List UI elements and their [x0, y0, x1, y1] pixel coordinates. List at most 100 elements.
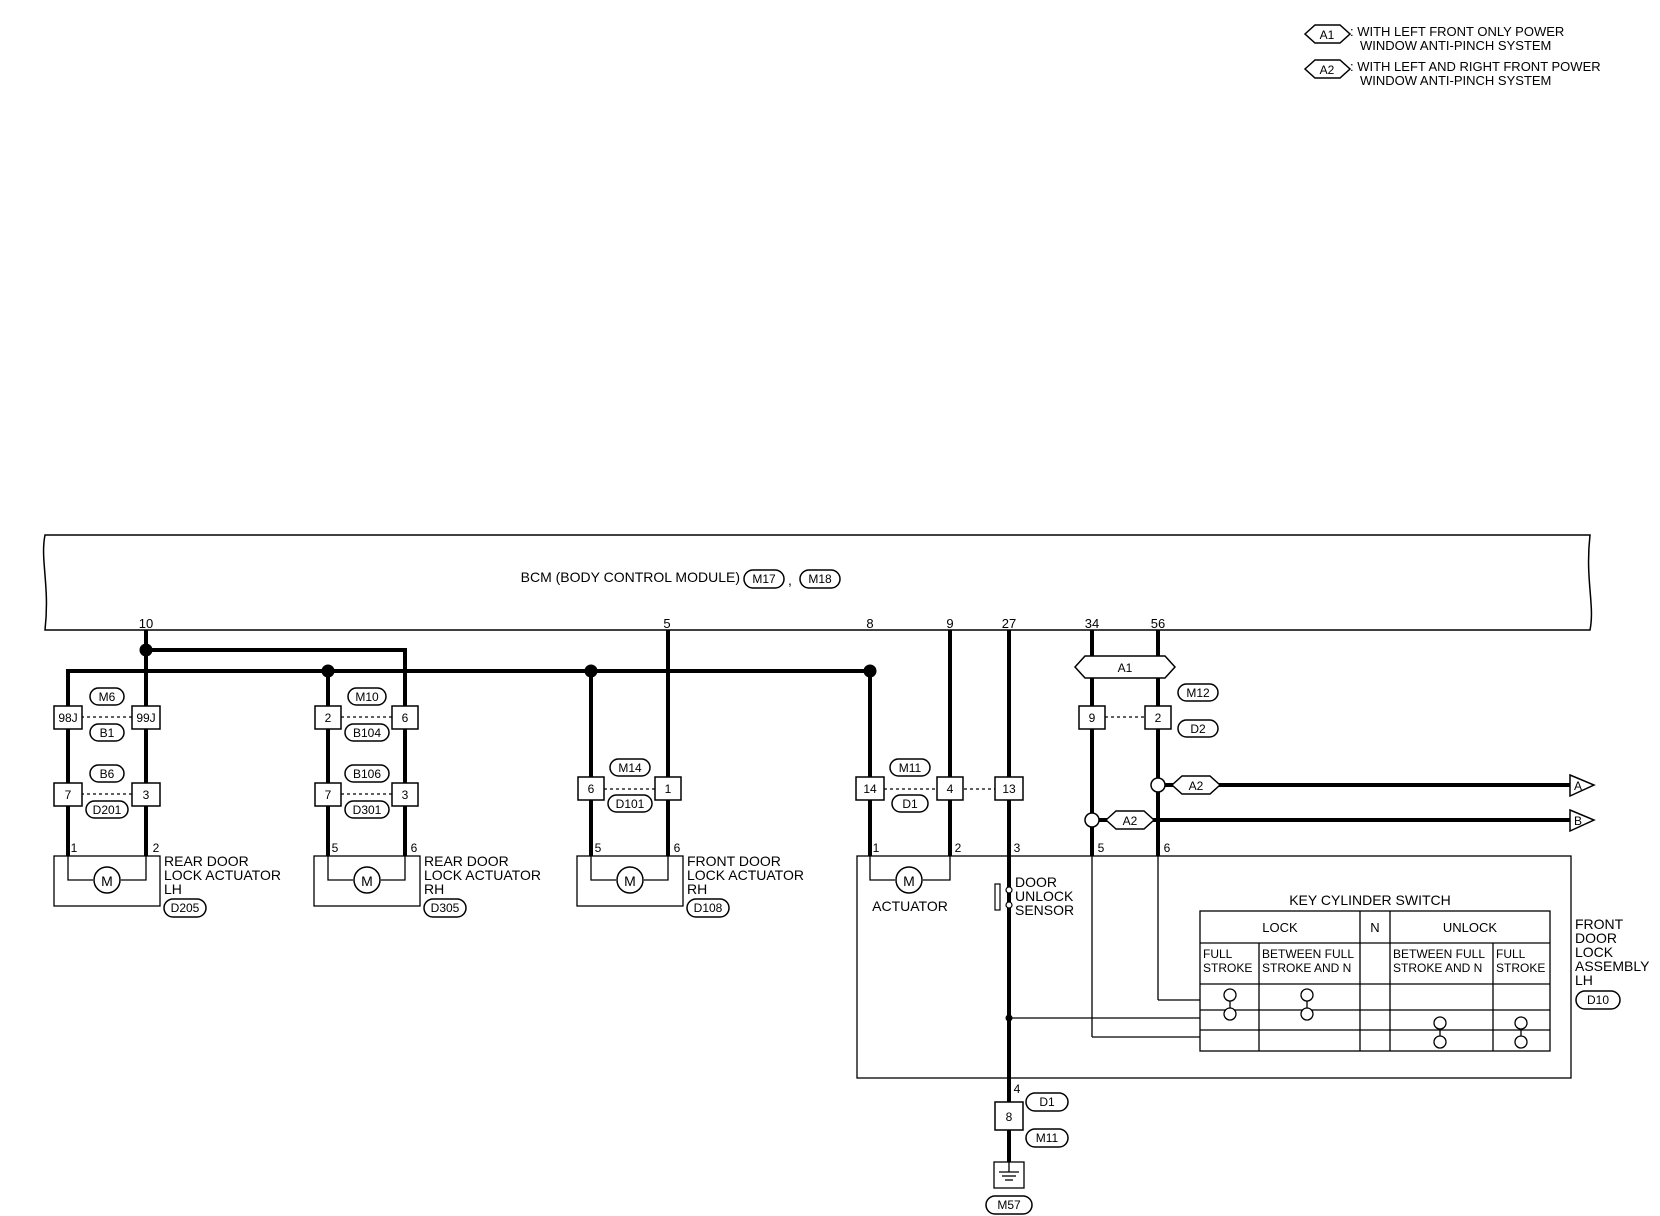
rear-lh-pin-98j: 98J	[58, 711, 77, 725]
out-b-arrow-icon	[1569, 808, 1596, 833]
bcm-conn1: M17	[752, 572, 776, 586]
ground-conn-bot: M11	[1036, 1131, 1059, 1145]
key-switch-title: KEY CYLINDER SWITCH	[1289, 892, 1451, 908]
contact-icon	[1300, 988, 1314, 1021]
bcm-conn1-oval	[743, 569, 785, 589]
rear-lh-name2: LOCK ACTUATOR	[164, 867, 281, 883]
front-rh-conn: D108	[694, 901, 723, 915]
bcm-conn2: M18	[808, 572, 832, 586]
front-rh-term-l: 5	[595, 841, 602, 855]
rear-lh-jc2-bot: D201	[93, 803, 122, 817]
front-lh-motor: M	[903, 873, 915, 889]
front-lh-out-b: B	[1574, 814, 1582, 828]
bcm-block: BCM (BODY CONTROL MODULE) M17 , M18 10 5…	[42, 534, 1593, 631]
rear-rh-term-l: 5	[332, 841, 339, 855]
rear-rh-pin2-r: 3	[402, 788, 409, 802]
front-lh-name4: ASSEMBLY	[1575, 958, 1650, 974]
rear-rh-jc2-bot: D301	[353, 803, 382, 817]
rear-lh-pin2-l: 7	[65, 788, 72, 802]
front-lh-name2: DOOR	[1575, 930, 1617, 946]
key-switch-lock: LOCK	[1262, 920, 1298, 935]
rear-rh-motor: M	[361, 873, 373, 889]
rear-lh-jc-bot: B1	[100, 726, 115, 740]
bcm-pin-10: 10	[139, 616, 153, 631]
key-switch-c3a: BETWEEN FULL	[1393, 947, 1485, 961]
legend-a1-line2: WINDOW ANTI-PINCH SYSTEM	[1360, 38, 1551, 53]
bcm-conn2-oval	[799, 569, 841, 589]
key-switch-c2a: BETWEEN FULL	[1262, 947, 1354, 961]
ground-circuit: 4 D1 8 M11 M57	[985, 1078, 1069, 1215]
front-rh-name1: FRONT DOOR	[687, 853, 781, 869]
legend: A1 : WITH LEFT FRONT ONLY POWER WINDOW A…	[1303, 24, 1601, 88]
rear-rh-term-r: 6	[411, 841, 418, 855]
front-lh-sensor1: DOOR	[1015, 874, 1057, 890]
rear-rh-pin-r: 6	[402, 711, 409, 725]
front-rh-pin-l: 6	[588, 782, 595, 796]
bcm-label: BCM (BODY CONTROL MODULE)	[521, 569, 740, 585]
front-rh-motor-icon	[616, 866, 644, 894]
rear-lh-motor-icon	[93, 866, 121, 894]
front-lh-name1: FRONT	[1575, 916, 1624, 932]
front-lh-name3: LOCK	[1575, 944, 1614, 960]
front-rh-name2: LOCK ACTUATOR	[687, 867, 804, 883]
rear-rh-jc2-top: B106	[353, 767, 381, 781]
front-lh-term-1: 1	[873, 841, 880, 855]
key-switch-unlock: UNLOCK	[1443, 920, 1498, 935]
front-lh-term-6: 6	[1164, 841, 1171, 855]
rear-rh-actuator-circuit: 2 6 M10 B104 7 3 B106 D301 5 6 M REAR DO…	[313, 687, 541, 918]
front-rh-motor: M	[624, 873, 636, 889]
front-lh-pin-14: 14	[863, 782, 877, 796]
contact-icon	[1223, 988, 1237, 1021]
legend-a2-tag: A2	[1320, 63, 1335, 77]
front-lh-pin-2: 2	[1155, 711, 1162, 725]
key-switch-c4b: STROKE	[1496, 961, 1545, 975]
key-switch-c1a: FULL	[1203, 947, 1233, 961]
rear-rh-name1: REAR DOOR	[424, 853, 509, 869]
front-rh-term-r: 6	[674, 841, 681, 855]
rear-lh-pin2-r: 3	[143, 788, 150, 802]
front-lh-pin-4: 4	[947, 782, 954, 796]
bcm-sep: ,	[788, 572, 792, 588]
front-lh-assembly: 14 4 13 M11 D1 1 2 3 5 6 M ACTUATOR DOOR…	[855, 630, 1650, 1080]
legend-a2-line2: WINDOW ANTI-PINCH SYSTEM	[1360, 73, 1551, 88]
rear-rh-pin-l: 2	[325, 711, 332, 725]
front-lh-name5: LH	[1575, 972, 1593, 988]
front-lh-sensor3: SENSOR	[1015, 902, 1074, 918]
front-lh-term-5: 5	[1098, 841, 1105, 855]
wire-buses	[66, 630, 1011, 777]
legend-a1-line1: : WITH LEFT FRONT ONLY POWER	[1350, 24, 1564, 39]
rear-lh-term-2: 2	[153, 841, 160, 855]
front-lh-pin-9: 9	[1089, 711, 1096, 725]
rear-rh-jc-bot: B104	[353, 726, 381, 740]
ground-pin-8: 8	[1006, 1110, 1013, 1124]
rear-rh-jc-top: M10	[355, 690, 379, 704]
front-lh-jc34-bot: D2	[1190, 722, 1206, 736]
ground-icon	[993, 1161, 1025, 1189]
rear-lh-conn: D205	[171, 901, 200, 915]
front-lh-jc-top: M11	[899, 761, 922, 775]
rear-lh-actuator-circuit: 98J 99J M6 B1 7 3 B6 D201 1 2 M REAR DOO…	[53, 687, 281, 918]
front-lh-sensor2: UNLOCK	[1015, 888, 1074, 904]
front-rh-jc-top: M14	[618, 761, 642, 775]
bcm-pin-5: 5	[663, 616, 670, 631]
front-lh-conn: D10	[1587, 993, 1609, 1007]
front-rh-name3: RH	[687, 881, 707, 897]
key-cylinder-switch: KEY CYLINDER SWITCH LOCK N UNLOCK FULL S…	[1199, 892, 1551, 1052]
rear-lh-pin-99j: 99J	[136, 711, 155, 725]
legend-a1-tag-shape	[1303, 24, 1352, 44]
rear-rh-name2: LOCK ACTUATOR	[424, 867, 541, 883]
legend-a2-line1: : WITH LEFT AND RIGHT FRONT POWER	[1350, 59, 1601, 74]
bcm-pin-27: 27	[1002, 616, 1016, 631]
rear-lh-name1: REAR DOOR	[164, 853, 249, 869]
front-lh-term-2: 2	[955, 841, 962, 855]
front-lh-a2-tag-b: A2	[1123, 814, 1138, 828]
front-lh-term-3: 3	[1014, 841, 1021, 855]
front-lh-jc-bot: D1	[902, 797, 918, 811]
ground-gnd: M57	[997, 1198, 1021, 1212]
rear-rh-pin2-l: 7	[325, 788, 332, 802]
out-a-arrow-icon	[1569, 773, 1596, 798]
ground-conn-top: D1	[1039, 1095, 1055, 1109]
contact-icon	[1514, 1016, 1528, 1049]
bcm-pin-9: 9	[946, 616, 953, 631]
bcm-pin-56: 56	[1151, 616, 1165, 631]
